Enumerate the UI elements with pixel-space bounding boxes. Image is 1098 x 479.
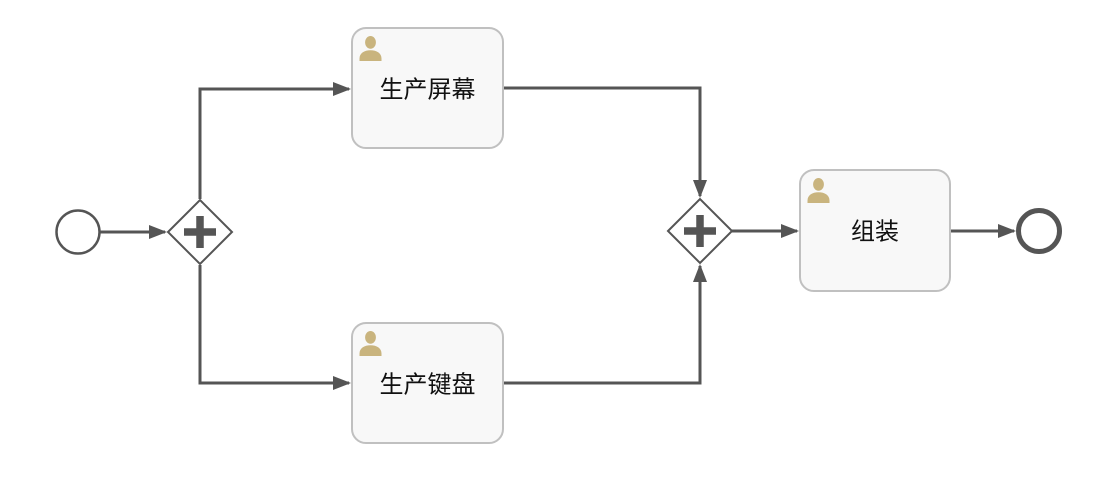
end-event[interactable] [1016,208,1062,254]
task-shape [799,169,951,292]
parallel-gateway-split[interactable] [166,198,234,266]
task-shape [351,322,504,444]
task-label: 组装 [851,218,899,245]
user-task-produce-screen[interactable]: 生产屏幕 [351,27,504,149]
end-event-circle [1016,208,1062,254]
start-event[interactable] [55,209,101,255]
user-task-produce-keyboard[interactable]: 生产键盘 [351,322,504,444]
plus-icon [684,215,716,247]
sequence-flow-split-to-produce-keyboard[interactable] [198,265,351,390]
task-label: 生产屏幕 [380,76,476,103]
sequence-flow-produce-keyboard-to-join[interactable] [503,264,707,385]
plus-icon [184,216,216,248]
user-task-assemble[interactable]: 组装 [799,169,951,292]
parallel-gateway-join[interactable] [666,197,734,265]
start-event-circle [55,209,101,255]
task-label: 生产键盘 [380,371,476,398]
task-shape [351,27,504,149]
sequence-flow-produce-screen-to-join[interactable] [503,86,707,198]
sequence-flow-split-to-produce-screen[interactable] [198,82,351,199]
